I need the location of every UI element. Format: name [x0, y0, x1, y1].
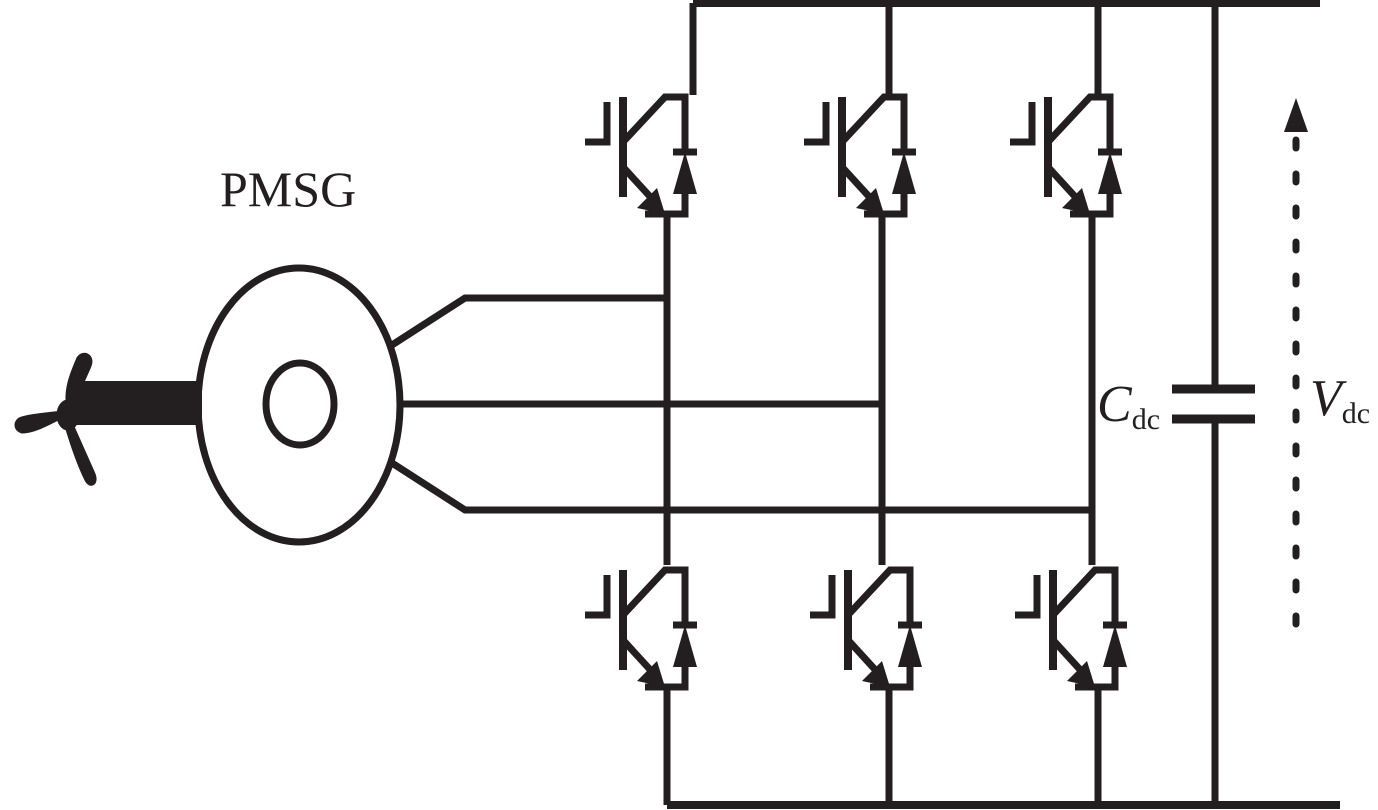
- voltage-arrow-head: [1284, 98, 1308, 132]
- generator-label: PMSG: [220, 161, 356, 217]
- capacitor-label: Cdc: [1097, 376, 1160, 436]
- shaft: [74, 381, 202, 425]
- phase-c-wire: [390, 460, 1092, 514]
- igbt-upper-c: [1010, 97, 1122, 214]
- igbt-upper-a: [585, 97, 697, 214]
- voltage-symbol: V: [1310, 370, 1347, 427]
- phase-a-wire: [390, 294, 667, 348]
- capacitor-subscript: dc: [1132, 403, 1160, 436]
- voltage-subscript: dc: [1342, 397, 1370, 430]
- voltage-label: Vdc: [1310, 370, 1370, 430]
- capacitor-symbol: C: [1097, 376, 1133, 433]
- igbt-lower-a: [585, 570, 697, 687]
- igbt-upper-b: [804, 97, 916, 214]
- generator-rotor: [262, 359, 338, 449]
- igbt-lower-c: [1015, 570, 1127, 687]
- igbt-lower-b: [810, 570, 922, 687]
- turbine-icon: [14, 352, 97, 486]
